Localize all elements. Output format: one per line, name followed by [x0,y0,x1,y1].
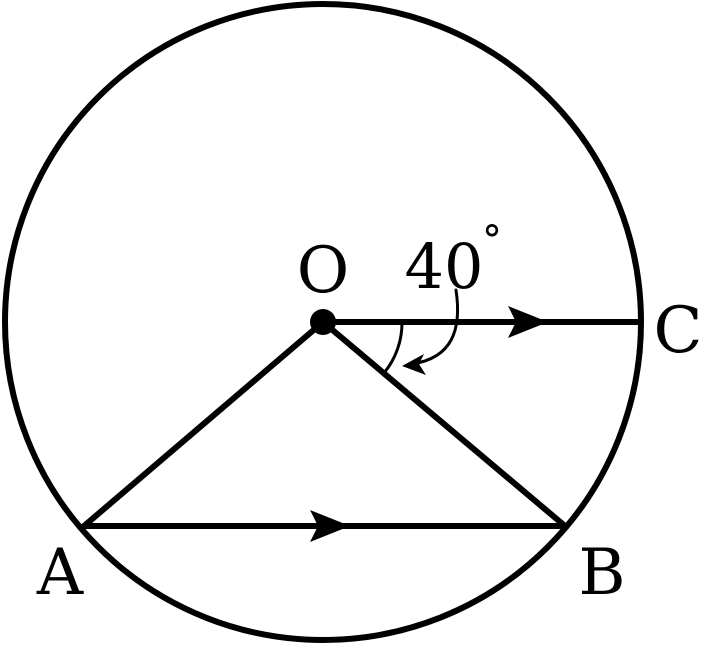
radius-ob [320,319,568,529]
angle-value-label: 40 [405,230,484,303]
label-o: O [297,234,349,308]
radius-oa [81,319,326,529]
angle-pointer-arrowhead [402,354,426,375]
center-point [310,309,336,335]
parallel-arrow-oc [508,306,548,338]
angle-pointer-curve [410,288,460,366]
angle-degree-symbol: ° [482,218,502,264]
label-b: B [578,536,625,610]
angle-arc [382,320,404,375]
parallel-arrow-ab [310,510,350,542]
label-a: A [36,536,84,610]
label-c: C [654,294,703,368]
